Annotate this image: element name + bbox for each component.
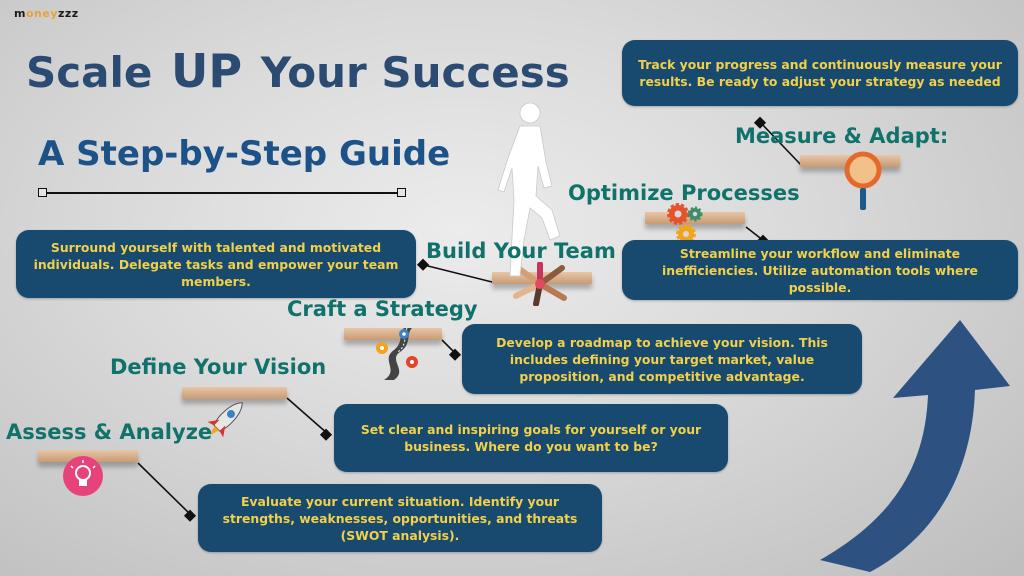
brand-middle: oney (25, 7, 58, 20)
connector-strategy-end (448, 348, 462, 361)
page-title: Scale UP Your Success (26, 44, 570, 98)
step-desc-vision: Set clear and inspiring goals for yourse… (334, 404, 728, 472)
shelf-strategy (344, 328, 442, 340)
team-hands-icon (513, 262, 567, 306)
rocket-icon (207, 402, 243, 438)
connector-vision-end (319, 428, 333, 441)
title-up: UP (171, 44, 243, 98)
step-label-team: Build Your Team (426, 239, 616, 263)
step-desc-strategy: Develop a roadmap to achieve your vision… (462, 324, 862, 394)
step-desc-assess: Evaluate your current situation. Identif… (198, 484, 602, 552)
title-part-1: Scale (26, 48, 153, 97)
step-desc-measure: Track your progress and continuously mea… (622, 40, 1018, 106)
step-label-assess: Assess & Analyze (6, 420, 213, 444)
connector-assess-end (183, 509, 197, 522)
connector-vision (286, 397, 329, 435)
title-part-2: Your Success (260, 48, 570, 97)
brand-logo: moneyzzz (14, 7, 79, 20)
step-desc-optimize: Streamline your workflow and eliminate i… (622, 240, 1018, 300)
step-label-vision: Define Your Vision (110, 355, 327, 379)
title-divider (38, 188, 406, 197)
connector-measure-end (753, 116, 767, 129)
page-subtitle: A Step-by-Step Guide (38, 134, 451, 174)
climbing-person-icon (497, 102, 561, 277)
brand-prefix: m (14, 7, 26, 20)
connector-measure (759, 121, 803, 167)
step-label-optimize: Optimize Processes (568, 181, 800, 205)
map-pin-road-icon (376, 327, 418, 380)
step-label-strategy: Craft a Strategy (287, 297, 478, 321)
step-label-measure: Measure & Adapt: (735, 124, 949, 148)
lightbulb-icon (63, 456, 103, 496)
connector-assess (137, 462, 193, 517)
brand-suffix: zzz (58, 7, 79, 20)
shelf-assess (38, 450, 138, 462)
connector-team-end (416, 258, 430, 271)
growth-arrow-icon (820, 320, 1010, 572)
step-desc-team: Surround yourself with talented and moti… (16, 230, 416, 298)
magnifier-icon (844, 151, 882, 210)
connector-team (423, 264, 493, 283)
shelf-vision (182, 387, 287, 399)
